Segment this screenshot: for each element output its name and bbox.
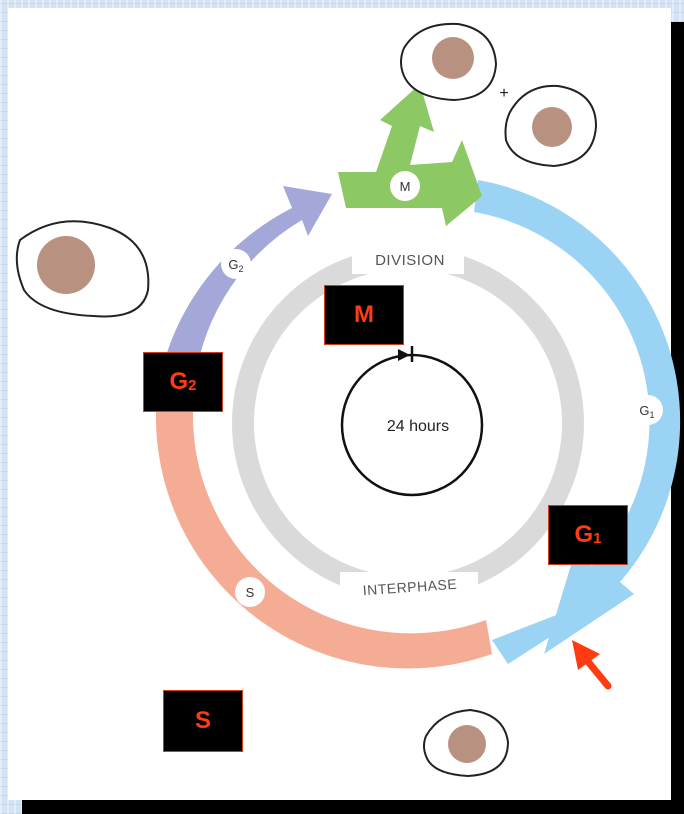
plus-sign: + bbox=[499, 85, 508, 102]
svg-text:G2: G2 bbox=[228, 257, 243, 274]
g2-cell bbox=[15, 220, 150, 318]
division-label-bg bbox=[352, 244, 464, 274]
g1-arrow-tip bbox=[492, 588, 626, 664]
pointer-arrow-icon bbox=[572, 640, 612, 690]
m-tag: M bbox=[390, 171, 420, 201]
g1-tag-label: G bbox=[639, 403, 649, 418]
svg-text:G1: G1 bbox=[639, 403, 654, 420]
g2-tag: G2 bbox=[221, 249, 251, 279]
g1-phase-arc bbox=[474, 180, 681, 654]
g1-tag-sub: 1 bbox=[650, 410, 655, 420]
g2-overlay-sub: 2 bbox=[188, 376, 197, 394]
s-tag: S bbox=[235, 577, 265, 607]
interphase-label-bg bbox=[340, 572, 478, 604]
g1-cell bbox=[423, 708, 510, 778]
daughter-cell-bottom bbox=[504, 84, 598, 168]
g2-phase-arc bbox=[156, 186, 332, 400]
s-phase-arc bbox=[155, 410, 492, 669]
clock-label: 24 hours bbox=[387, 418, 449, 435]
daughter-cell-top bbox=[400, 22, 498, 102]
g1-overlay-label: G bbox=[574, 521, 594, 548]
s-overlay-box: S bbox=[163, 690, 243, 752]
s-overlay-label: S bbox=[194, 707, 211, 734]
m-phase-arrow bbox=[338, 84, 482, 226]
g2-tag-label: G bbox=[228, 257, 238, 272]
m-overlay-label: M bbox=[354, 301, 374, 328]
g1-tag: G1 bbox=[633, 395, 663, 425]
interphase-label: INTERPHASE bbox=[362, 576, 457, 599]
g1-overlay-sub: 1 bbox=[593, 529, 602, 547]
m-tag-label: M bbox=[400, 179, 411, 194]
g2-overlay-label: G bbox=[169, 368, 189, 395]
m-overlay-box: M bbox=[324, 285, 404, 345]
g2-tag-sub: 2 bbox=[239, 264, 244, 274]
clock-arrowhead bbox=[398, 349, 410, 361]
s-tag-label: S bbox=[246, 585, 255, 600]
division-label: DIVISION bbox=[375, 252, 445, 269]
